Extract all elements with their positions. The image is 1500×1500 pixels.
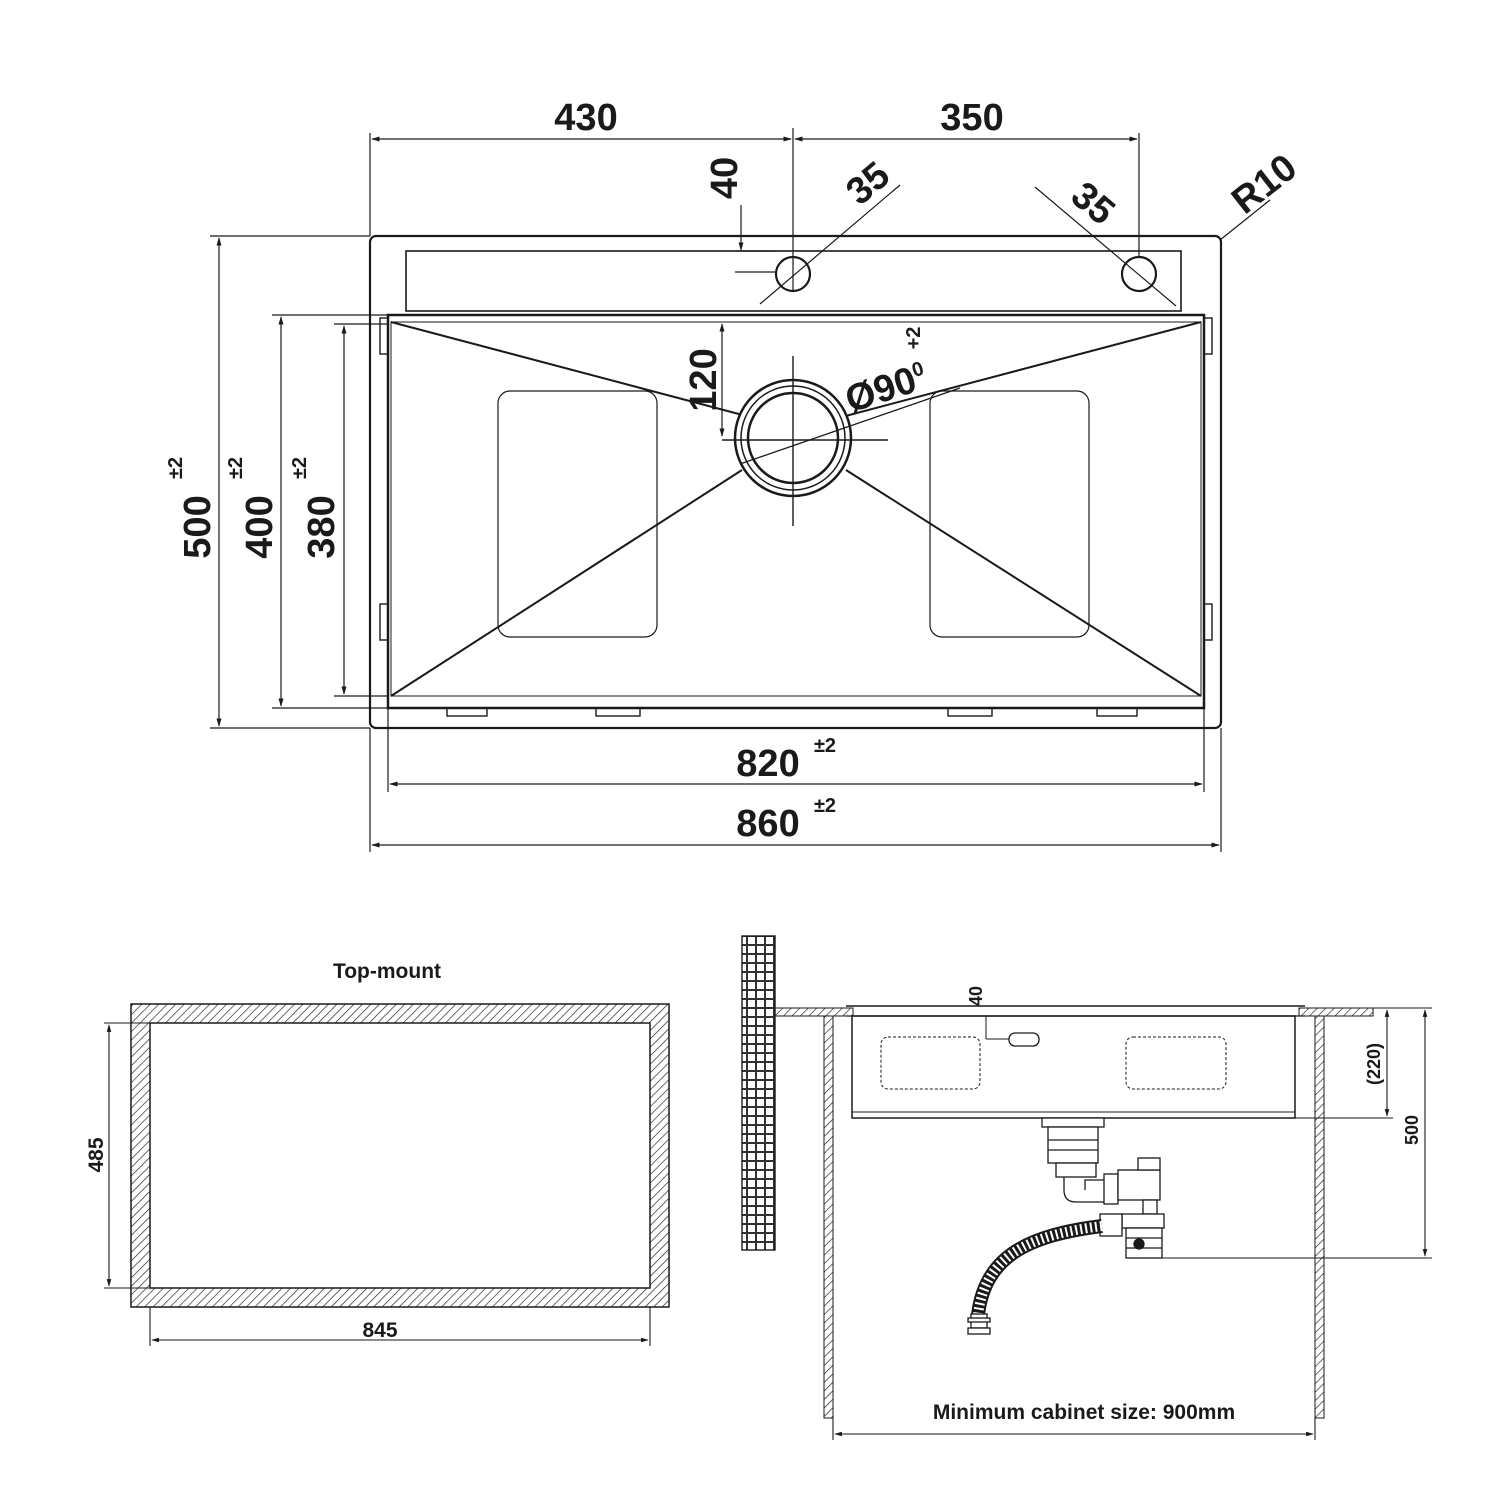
- drain-plumbing-icon: [1041, 1117, 1165, 1259]
- dim-height-outer: 500: [177, 495, 219, 558]
- dim-hole-spacing: 350: [940, 97, 1003, 139]
- dim-faucet-offset: 430: [554, 97, 617, 139]
- cabinet-panel-left: [823, 1015, 834, 1419]
- bottom-dimensions: [369, 708, 1222, 852]
- sink-profile: [846, 1005, 1305, 1119]
- dim-hole-dia-right: 35: [1063, 174, 1122, 233]
- dim-bowl-depth: (220): [1364, 1043, 1384, 1085]
- plan-view: 430 350 40 35 35 R10 120 Ø900 +2 500 ±2 …: [165, 97, 1305, 852]
- drain-hose-icon: [971, 1219, 1103, 1316]
- section-dimensions: [832, 1007, 1432, 1440]
- top-dimensions: [369, 128, 1271, 307]
- dim-drain-offset: 120: [683, 348, 725, 411]
- wall-tiles: [741, 935, 776, 1251]
- section-view: 40: [741, 935, 1432, 1440]
- dim-drain-dia-value: Ø90: [840, 359, 921, 421]
- dim-corner-radius: R10: [1224, 147, 1305, 223]
- dim-total-depth: 500: [1402, 1115, 1422, 1145]
- dim-hole-dia-left: 35: [839, 154, 898, 213]
- sound-pad-left: [497, 390, 658, 638]
- bowl-slope-lines: [390, 321, 1202, 697]
- dim-cutout-width: 845: [362, 1319, 397, 1342]
- bowl-inner-lip: [390, 321, 1202, 697]
- sink-outer-outline: [368, 234, 1223, 730]
- dim-drain-dia: Ø900: [840, 356, 932, 422]
- dim-drain-dia-tol: +2: [903, 327, 925, 350]
- dim-section-deck: 40: [966, 986, 986, 1006]
- dim-height-inner: 380: [301, 495, 343, 558]
- countertop-left: [774, 1007, 854, 1017]
- left-dimensions: [210, 235, 388, 729]
- drain-hose-ribs: [973, 1221, 1103, 1316]
- bowl-outline: [386, 313, 1206, 710]
- dim-deck-setback: 40: [704, 157, 746, 199]
- dim-height-outer-tol: ±2: [165, 457, 187, 479]
- cutout-hatched-frame: [130, 1003, 670, 1308]
- hose-end-icon: [967, 1313, 991, 1335]
- cabinet-size-caption: Minimum cabinet size: 900mm: [933, 1401, 1235, 1424]
- cutout-dimensions: [104, 1022, 651, 1346]
- countertop-right: [1298, 1007, 1374, 1017]
- dim-width-outer: 860: [736, 803, 799, 845]
- cabinet-panel-right: [1314, 1015, 1325, 1419]
- bowl-side-clips: [379, 317, 1213, 717]
- dim-height-bowl-tol: ±2: [225, 457, 247, 479]
- cutout-title: Top-mount: [333, 960, 441, 983]
- dim-cutout-height: 485: [85, 1137, 108, 1172]
- cutout-view: Top-mount 485 845: [85, 960, 670, 1346]
- dim-height-inner-tol: ±2: [289, 457, 311, 479]
- dim-width-bowl-tol: ±2: [814, 735, 836, 757]
- dim-width-bowl: 820: [736, 743, 799, 785]
- sound-pad-right: [929, 390, 1090, 638]
- dim-height-bowl: 400: [239, 495, 281, 558]
- drain-icon: [722, 356, 961, 526]
- dim-width-outer-tol: ±2: [814, 795, 836, 817]
